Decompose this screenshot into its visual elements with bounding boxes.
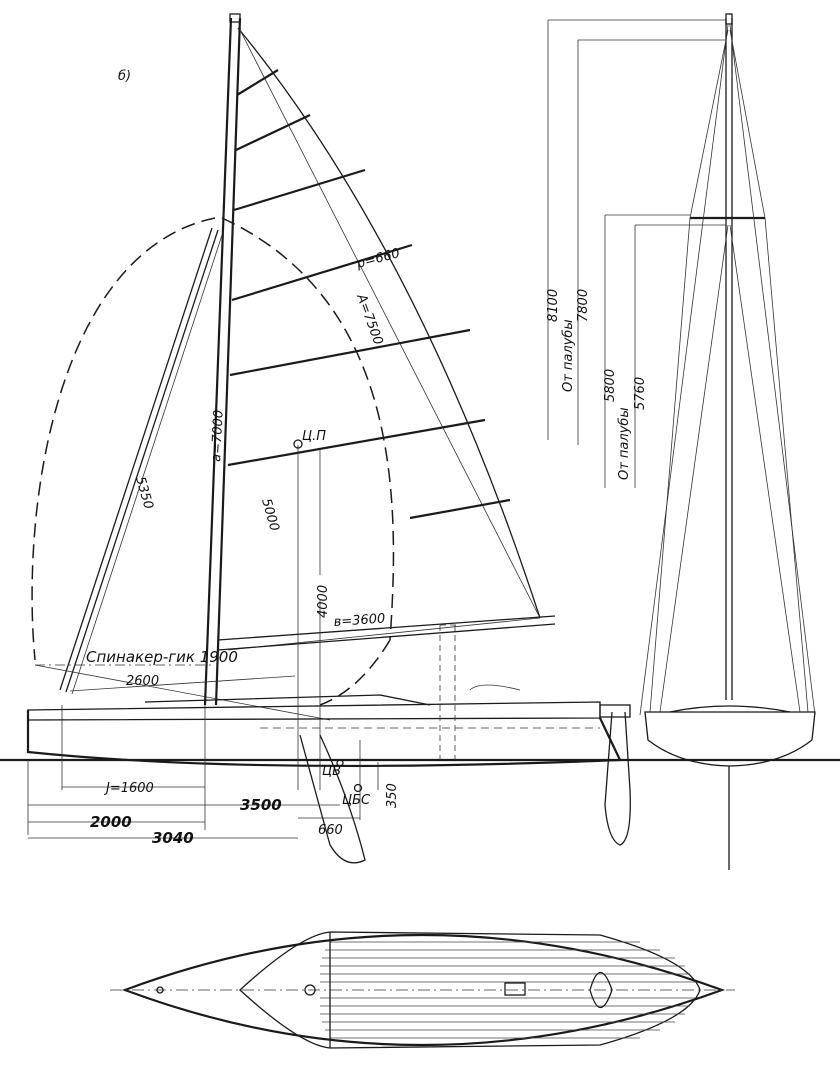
mast-step — [304, 984, 316, 996]
figure-label: б) — [118, 69, 131, 84]
hull — [26, 694, 631, 768]
front-view: 8100 7800 От палубы 5800 5760 От палубы — [546, 13, 816, 870]
center-of-buoyancy-label: ЦВ — [322, 764, 341, 779]
mast-height-2: 7800 — [576, 289, 591, 322]
leech-length-label: A=7500 — [353, 291, 386, 347]
dim-2000: 2000 — [90, 813, 132, 831]
luff-length-label: a=7000 — [209, 410, 227, 463]
sail-battens — [227, 69, 511, 520]
dim-350: 350 — [385, 783, 400, 808]
top-view — [110, 931, 735, 1049]
mast — [203, 13, 242, 706]
traveler — [589, 971, 613, 1009]
j-length-label: J=1600 — [103, 781, 154, 796]
boom — [217, 615, 556, 651]
shrouds — [639, 24, 816, 716]
centerboard-center-label: ЦБС — [342, 793, 371, 808]
dim-660: 660 — [318, 823, 343, 838]
rudder — [604, 711, 631, 846]
deck-label-1: От палубы — [561, 319, 576, 392]
spinnaker-luff — [31, 217, 216, 661]
center-of-effort-mark — [293, 439, 303, 449]
spinnaker-height-label: 5000 — [258, 497, 282, 533]
spreader-height-1: 5800 — [603, 369, 618, 402]
deck-planking — [320, 941, 695, 1039]
dim-3500: 3500 — [240, 796, 282, 814]
foot-length-label: в=3600 — [333, 611, 386, 630]
centerboard — [299, 734, 366, 864]
dim-3040: 3040 — [152, 829, 194, 847]
spinnaker-leech — [221, 217, 395, 641]
deck-label-2: От палубы — [617, 407, 632, 480]
dimensions — [27, 439, 379, 839]
side-view: Ц.П p=660 A=7500 a=7000 5350 5000 4000 в… — [0, 13, 840, 864]
spinnaker-pole-label: Спинакер-гик 1900 — [86, 648, 238, 666]
pole-offset-label: 2600 — [126, 674, 159, 689]
spreader-height-2: 5760 — [633, 377, 648, 410]
ce-height-label: 4000 — [316, 585, 331, 618]
forestay-label: 5350 — [132, 475, 156, 511]
forestay — [59, 227, 224, 695]
mainsail — [227, 27, 541, 651]
cockpit-outline — [239, 931, 701, 1049]
center-of-effort-label: Ц.П — [302, 429, 326, 444]
mast-height-1: 8100 — [546, 289, 561, 322]
hull-section — [644, 711, 816, 767]
